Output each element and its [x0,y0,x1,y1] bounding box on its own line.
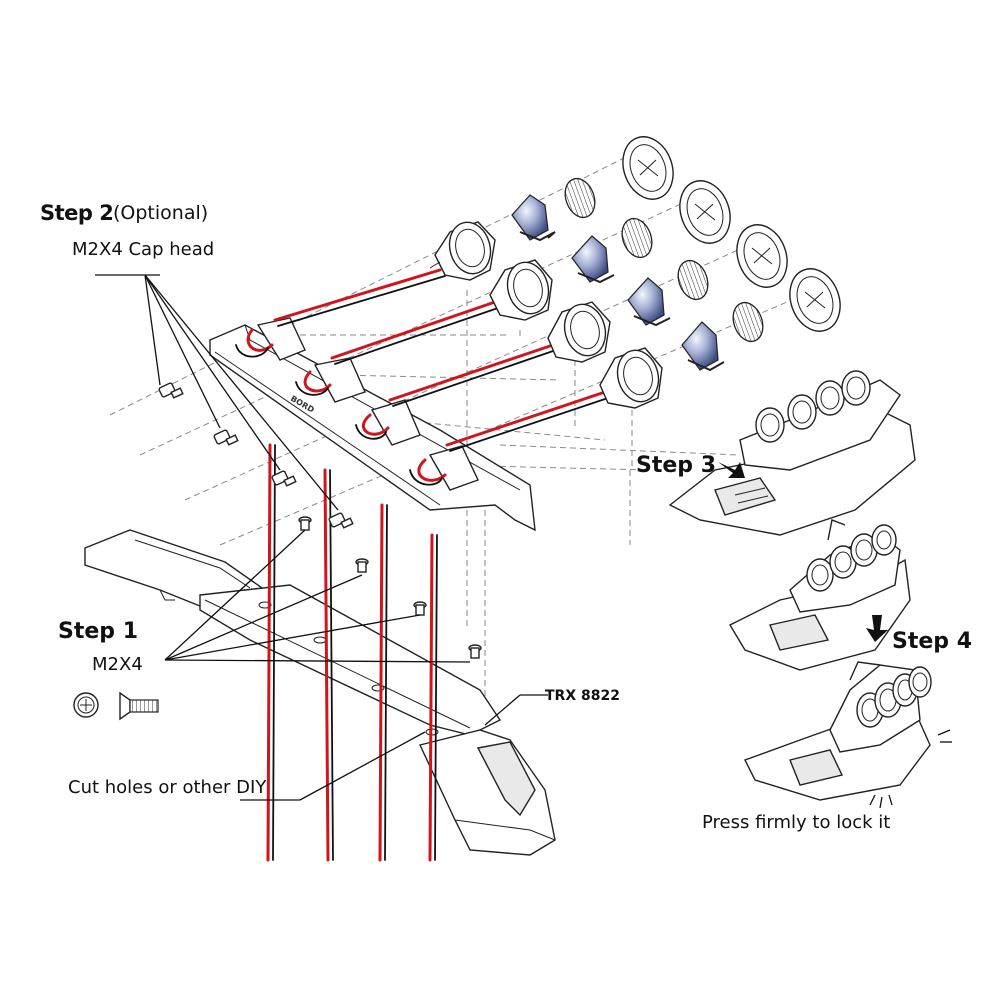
push-arrow-icon [718,462,745,478]
light-housing-2 [489,259,553,321]
bezel-rings [622,136,841,332]
cs-screw-2 [355,558,369,573]
wire-bundles [266,443,438,862]
bezel-ring-2 [679,180,731,244]
light-housings [429,221,663,409]
cap-screw-1 [158,382,184,399]
cs-screw-3 [413,601,427,616]
grill-inserts [564,177,764,343]
click-marks-icon [869,729,952,809]
cut-holes-label: Cut holes or other DIY [68,777,267,798]
press-label: Press firmly to lock it [702,812,890,833]
step4-assembly-b [744,661,952,809]
step4-down-arrow-icon [866,615,888,642]
cap-screw-2 [213,429,239,446]
countersunk-screw-icon [119,691,159,721]
light-wires [273,268,609,452]
bezel-ring-4 [789,268,841,332]
bezel-ring-3 [736,224,788,288]
lens-2 [571,235,615,284]
model-label: TRX 8822 [545,688,620,704]
phillips-screw-head-icon [73,692,99,718]
step2-note: (Optional) [113,202,208,224]
model-leader [484,694,521,726]
light-mount-2 [313,357,366,403]
text-labels: Step 2 (Optional) M2X4 Cap head Step 1 M… [40,201,972,833]
step1-title: Step 1 [58,619,138,644]
cap-screw-4 [328,512,354,529]
light-mount-4 [428,445,479,491]
lens-4 [681,321,725,372]
cs-screw-4 [468,644,482,659]
lens-reflectors [511,194,725,372]
cap-head-screws [158,382,354,529]
light-housing-4 [599,347,663,409]
step1-leaders [164,529,471,663]
step4-title: Step 4 [892,629,972,654]
step3-assembly [668,370,916,536]
light-bar: BORD [209,317,536,532]
step2-screw-label: M2X4 Cap head [72,239,214,260]
lens-3 [627,277,671,327]
light-housing-3 [547,301,611,363]
lens-1 [511,194,556,242]
step4-assembly-a [729,519,911,671]
bezel-ring-1 [622,136,674,200]
step2-leaders [95,274,339,511]
light-mount-1 [256,317,306,361]
step3-title: Step 3 [636,453,716,478]
cs-screw-1 [298,516,312,531]
countersunk-screws [298,516,482,659]
light-housing-1 [429,221,496,281]
step2-title: Step 2 [40,201,113,225]
step1-screw-label: M2X4 [92,654,143,675]
cap-screw-3 [271,470,297,487]
